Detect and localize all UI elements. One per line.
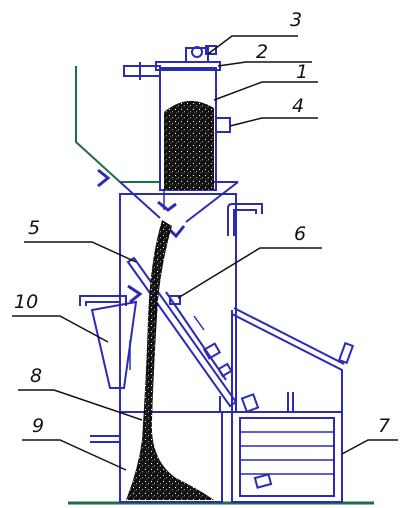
label-2: 2 <box>256 41 268 63</box>
leader-8 <box>18 389 143 421</box>
leader-5 <box>24 241 137 263</box>
right-slope-panel-inner <box>233 307 345 365</box>
inclined-chute <box>126 256 238 408</box>
hopper-funnel-left <box>119 181 161 219</box>
label-3: 3 <box>290 9 302 31</box>
collection-bin-outer <box>231 411 343 503</box>
chute-side <box>165 291 227 381</box>
inlet-pipe <box>123 65 161 77</box>
label-4: 4 <box>292 95 304 117</box>
chute-block-a <box>169 295 181 305</box>
hopper-left-wall <box>75 66 160 183</box>
chute-block-c <box>217 362 233 378</box>
right-slope-panel <box>231 313 343 412</box>
exit-block <box>240 393 260 413</box>
side-funnel <box>90 300 138 389</box>
chute-hatch-1 <box>193 315 205 331</box>
label-7: 7 <box>378 415 390 437</box>
label-8: 8 <box>30 365 42 387</box>
receiving-tank <box>119 411 223 503</box>
label-6: 6 <box>294 223 306 245</box>
hopper-funnel-right <box>185 181 239 223</box>
side-hook-pipe <box>79 295 127 306</box>
right-hook-pipe <box>227 203 263 236</box>
side-nozzle <box>215 117 231 133</box>
leader-9 <box>22 439 127 471</box>
hopper-flap <box>97 168 111 188</box>
side-hook-pipe-inner <box>85 301 120 306</box>
leader-4 <box>229 117 318 127</box>
leader-3 <box>207 35 298 55</box>
label-10: 10 <box>14 291 38 313</box>
right-hook-pipe-inner <box>233 209 257 236</box>
valve-handle <box>205 45 217 55</box>
leader-lines <box>12 35 398 471</box>
material-stream <box>126 220 214 500</box>
top-valve <box>185 47 209 63</box>
flap-valve <box>127 284 143 304</box>
right-slope-nozzle <box>337 341 355 365</box>
leader-7 <box>341 439 398 455</box>
chute-block-b <box>202 342 222 360</box>
leader-2 <box>217 61 312 67</box>
valve-wheel <box>191 46 203 58</box>
leader-1 <box>213 81 318 101</box>
funnel-mark <box>157 200 177 212</box>
stored-material <box>164 100 214 190</box>
bin-item <box>253 473 273 489</box>
label-9: 9 <box>32 415 44 437</box>
leader-10 <box>12 315 109 343</box>
label-5: 5 <box>28 217 40 239</box>
collection-bin-inner <box>239 417 335 497</box>
leader-6 <box>177 247 322 299</box>
label-1: 1 <box>296 61 308 83</box>
